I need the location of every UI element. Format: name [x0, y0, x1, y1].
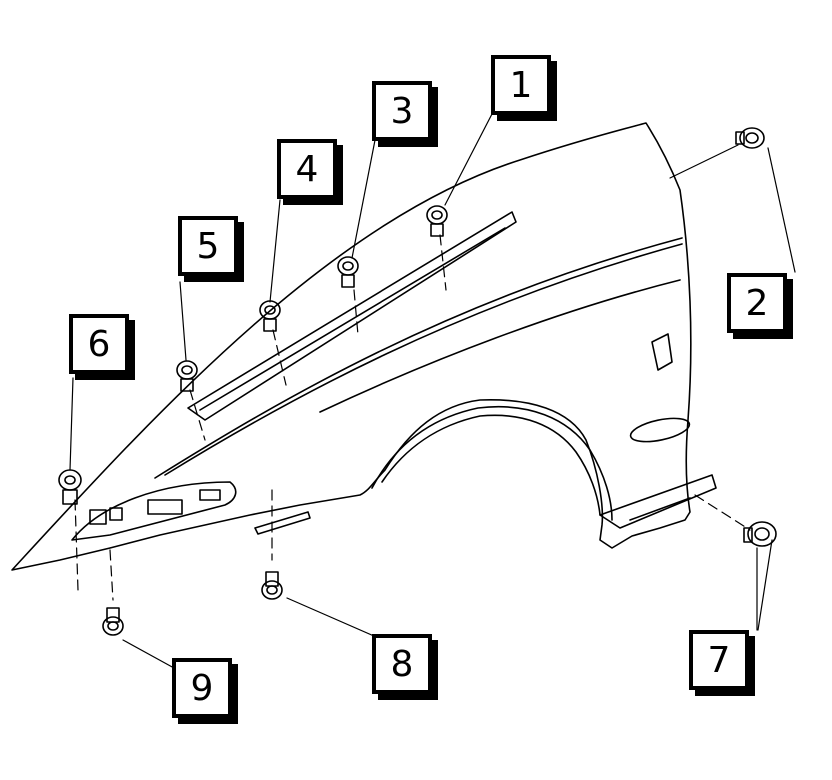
- feature-line-lower: [319, 279, 681, 413]
- wheel-arch-inner-2: [381, 414, 601, 516]
- callout-4: 4: [277, 139, 337, 199]
- fastener-6: [58, 469, 82, 505]
- recess-slot-3: [147, 499, 183, 515]
- fastener-3: [337, 256, 359, 288]
- callout-1: 1: [491, 55, 551, 115]
- callout-5: 5: [178, 216, 238, 276]
- callout-6: 6: [69, 314, 129, 374]
- fastener-1: [426, 205, 448, 237]
- recess-slot-4: [199, 489, 221, 501]
- headlamp-recess: [71, 481, 237, 541]
- recess-slot-2: [109, 507, 123, 521]
- callout-8: 8: [372, 634, 432, 694]
- access-panel: [651, 333, 673, 371]
- fastener-8: [261, 571, 283, 600]
- fastener-9: [102, 607, 124, 636]
- fender-outline: [11, 122, 692, 571]
- fastener-7: [743, 521, 777, 547]
- lower-bracket: [254, 511, 311, 535]
- recess-slot-1: [89, 509, 107, 525]
- wheel-arch-inner: [371, 406, 613, 521]
- side-marker: [629, 417, 691, 443]
- callout-3: 3: [372, 81, 432, 141]
- top-flange-inner: [199, 227, 506, 411]
- rear-bracket-2: [629, 497, 691, 521]
- fastener-5: [176, 360, 198, 392]
- fastener-4: [259, 300, 281, 332]
- feature-line-upper: [154, 237, 683, 479]
- rear-bracket: [599, 474, 717, 529]
- callout-7: 7: [689, 630, 749, 690]
- callout-9: 9: [172, 658, 232, 718]
- feature-line-upper-2: [164, 243, 683, 476]
- callout-2: 2: [727, 273, 787, 333]
- top-flange: [187, 211, 517, 421]
- fastener-2: [735, 127, 765, 149]
